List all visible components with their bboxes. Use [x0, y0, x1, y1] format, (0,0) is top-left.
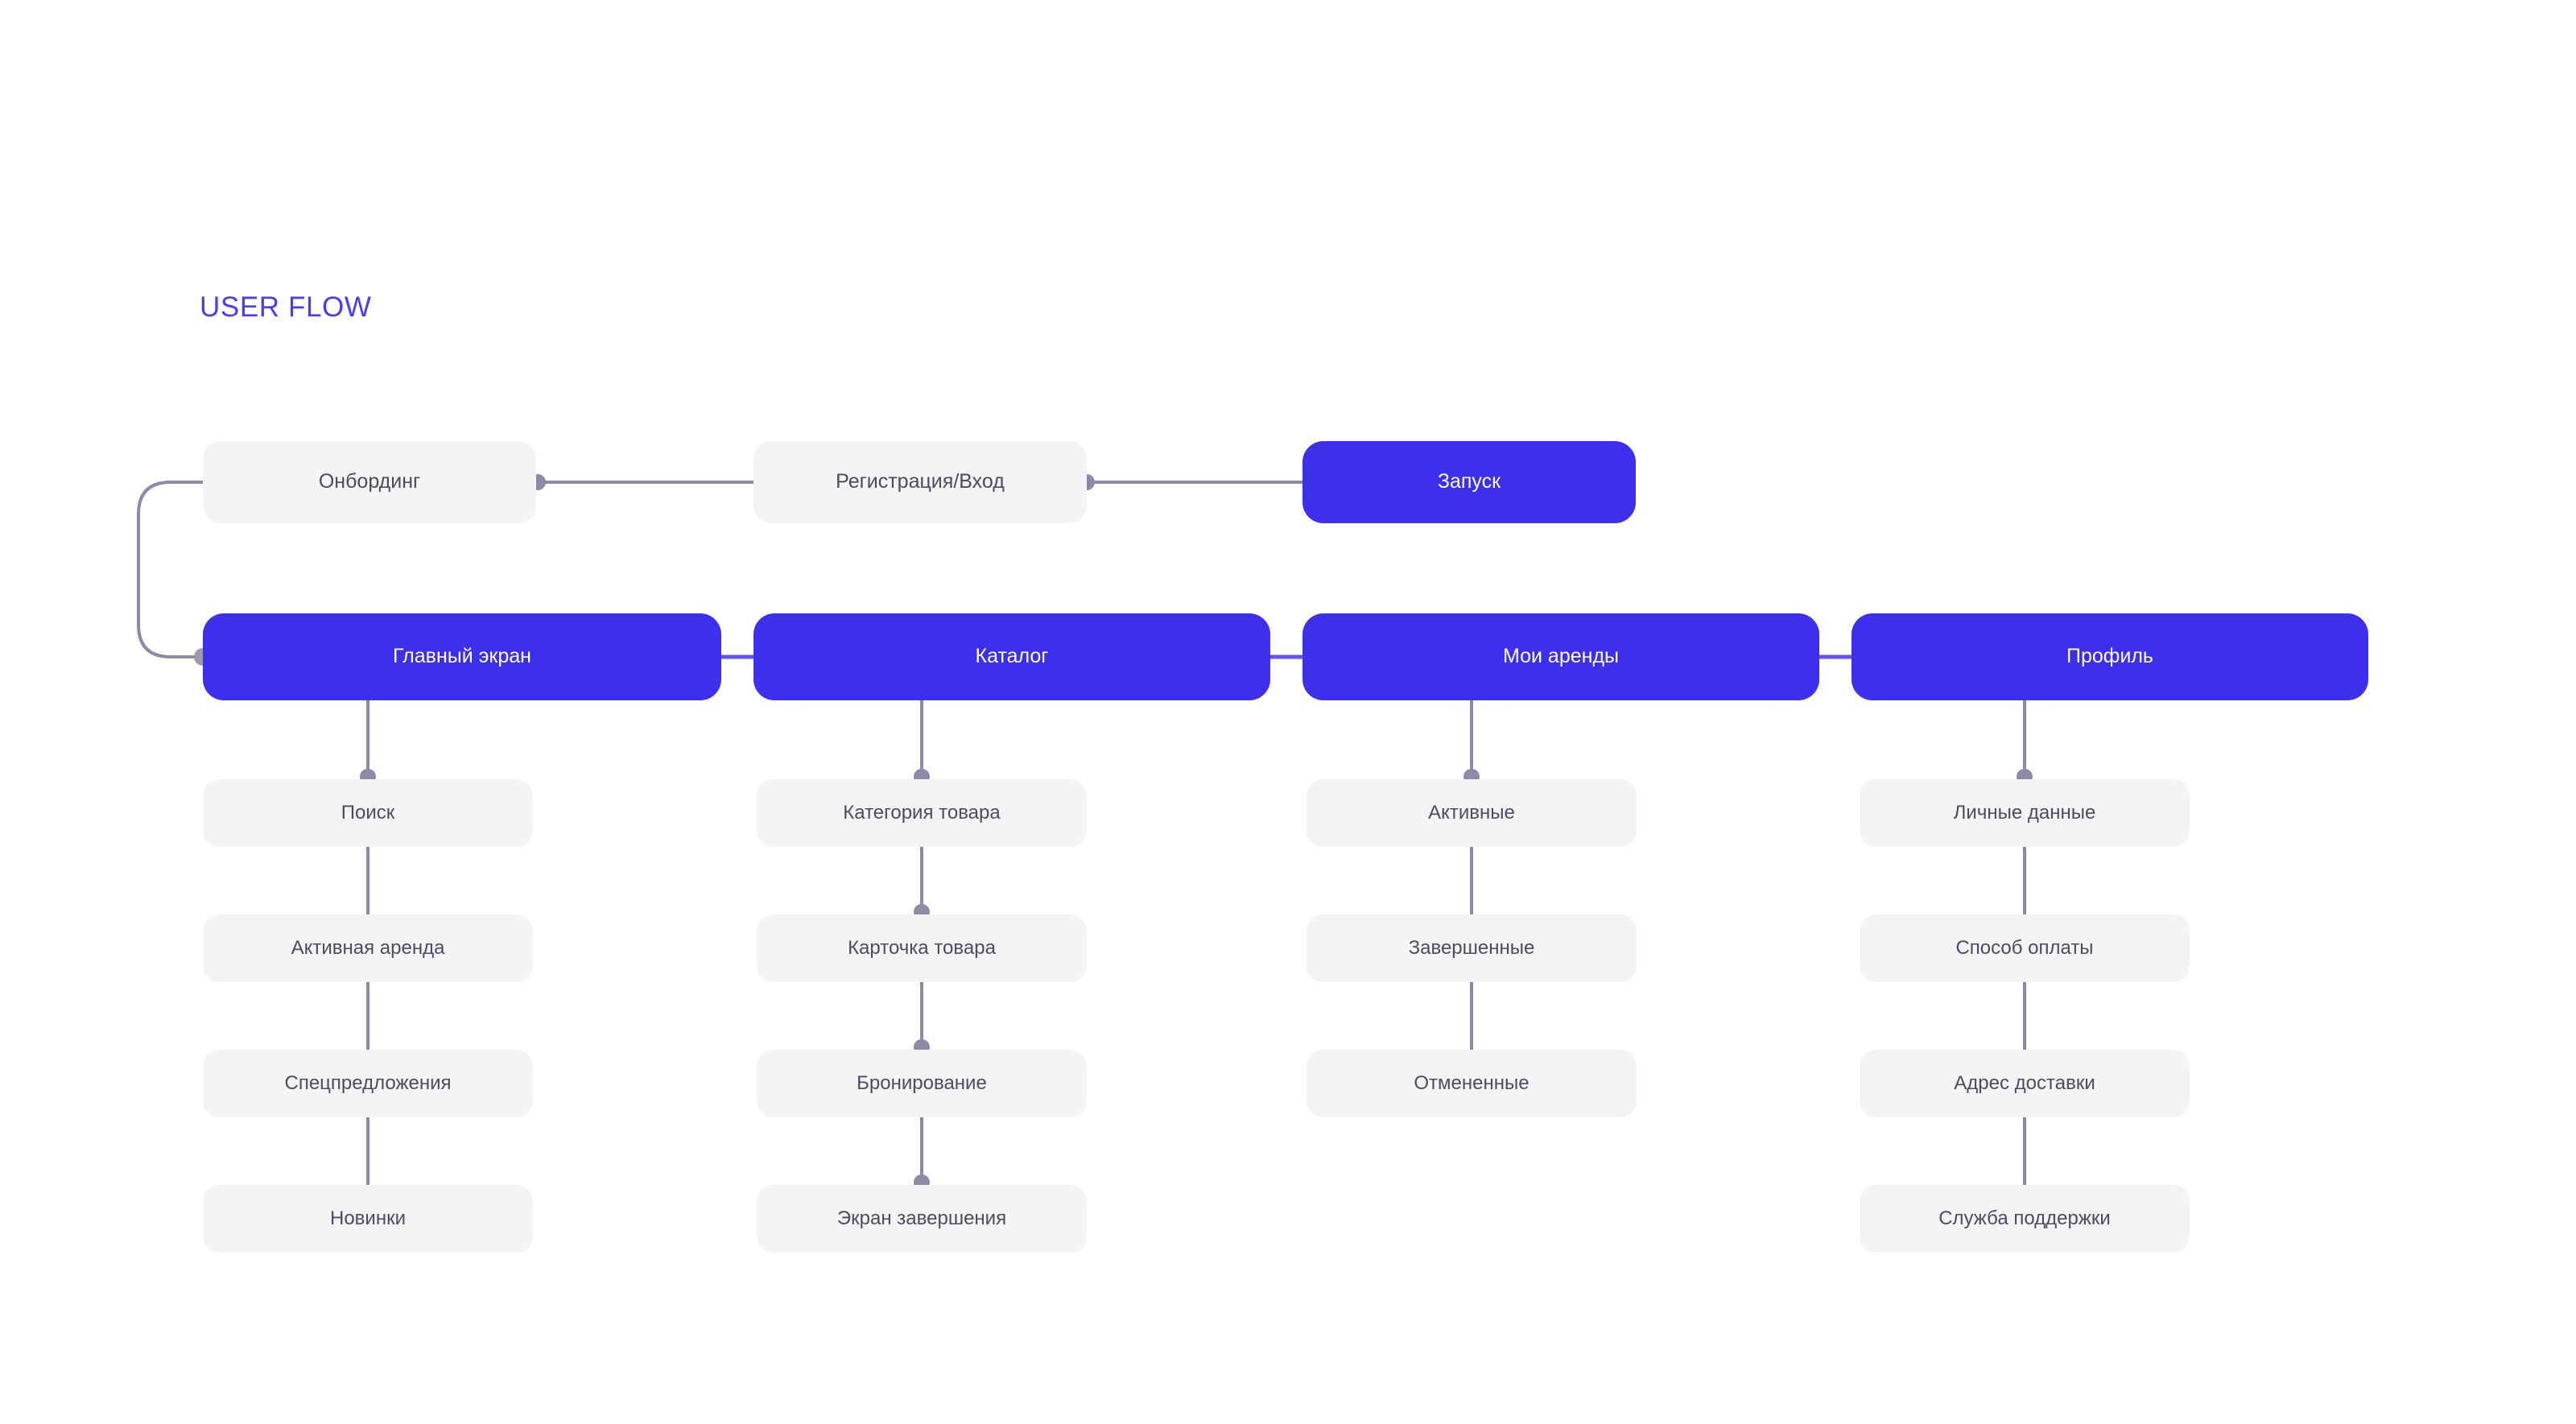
connector-col1-parent-to-item1: [360, 700, 376, 785]
connector-col4-parent-to-item1: [2017, 700, 2033, 785]
node-personal-data[interactable]: Личные данные: [1860, 779, 2190, 847]
node-rentals-completed[interactable]: Завершенные: [1307, 914, 1637, 982]
connector-onboarding-to-registration: [530, 474, 753, 490]
node-payment-method[interactable]: Способ оплаты: [1860, 914, 2190, 982]
node-launch[interactable]: Запуск: [1302, 441, 1636, 523]
node-my-rentals[interactable]: Мои аренды: [1302, 613, 1819, 700]
connector-col2-item3-to-item4: [914, 1117, 930, 1191]
node-support-service[interactable]: Служба поддержки: [1860, 1185, 2190, 1253]
node-catalog[interactable]: Каталог: [753, 613, 1270, 700]
node-delivery-address[interactable]: Адрес доставки: [1860, 1050, 2190, 1117]
node-search[interactable]: Поиск: [203, 779, 533, 847]
connector-col2-parent-to-item1: [914, 700, 930, 785]
node-new-arrivals[interactable]: Новинки: [203, 1185, 533, 1253]
node-special-offers[interactable]: Спецпредложения: [203, 1050, 533, 1117]
node-profile[interactable]: Профиль: [1852, 613, 2368, 700]
node-product-card[interactable]: Карточка товара: [757, 914, 1087, 982]
connector-onboarding-to-home-wrap: [137, 481, 212, 666]
connector-col2-item1-to-item2: [914, 847, 930, 920]
connector-col2-item2-to-item3: [914, 982, 930, 1055]
connector-registration-to-launch: [1079, 474, 1302, 490]
node-registration-login[interactable]: Регистрация/Вход: [753, 441, 1087, 523]
node-rentals-active[interactable]: Активные: [1307, 779, 1637, 847]
page-title: USER FLOW: [200, 291, 372, 323]
node-completion-screen[interactable]: Экран завершения: [757, 1185, 1087, 1253]
node-home-screen[interactable]: Главный экран: [203, 613, 721, 700]
node-booking[interactable]: Бронирование: [757, 1050, 1087, 1117]
connector-col3-parent-to-item1: [1463, 700, 1480, 785]
node-product-category[interactable]: Категория товара: [757, 779, 1087, 847]
node-rentals-cancelled[interactable]: Отмененные: [1307, 1050, 1637, 1117]
node-onboarding[interactable]: Онбординг: [203, 441, 536, 523]
node-active-rental[interactable]: Активная аренда: [203, 914, 533, 982]
